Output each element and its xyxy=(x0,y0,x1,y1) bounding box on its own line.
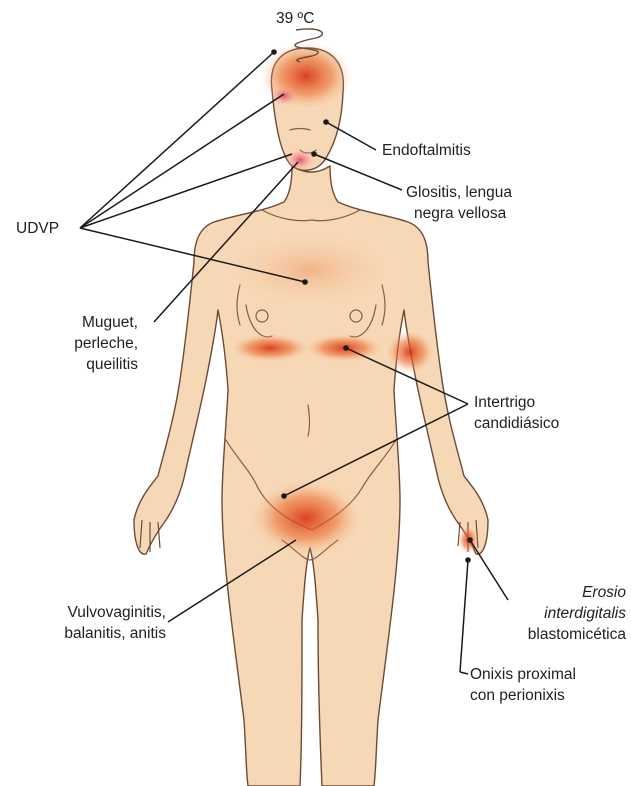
udvp-label: UDVP xyxy=(16,218,59,239)
erosio-label: Erosio interdigitalis blastomicética xyxy=(500,582,626,645)
inframammary-area-left xyxy=(230,334,310,362)
elbow-area xyxy=(386,330,434,374)
vulvovaginitis-label: Vulvovaginitis, balanitis, anitis xyxy=(30,602,166,644)
endoftalmitis-label: Endoftalmitis xyxy=(382,140,471,161)
groin-area xyxy=(250,480,362,556)
temple-spot xyxy=(270,86,298,106)
glositis-label: Glositis, lengua negra vellosa xyxy=(406,182,512,224)
mouth-spot xyxy=(284,148,316,172)
intertrigo-label: Intertrigo candidiásico xyxy=(474,392,559,434)
temperature-label: 39 ºC xyxy=(276,8,314,29)
chest-area xyxy=(220,230,400,310)
muguet-label: Muguet, perleche, queilitis xyxy=(58,312,138,375)
onixis-label: Onixis proximal con perionixis xyxy=(470,664,576,706)
